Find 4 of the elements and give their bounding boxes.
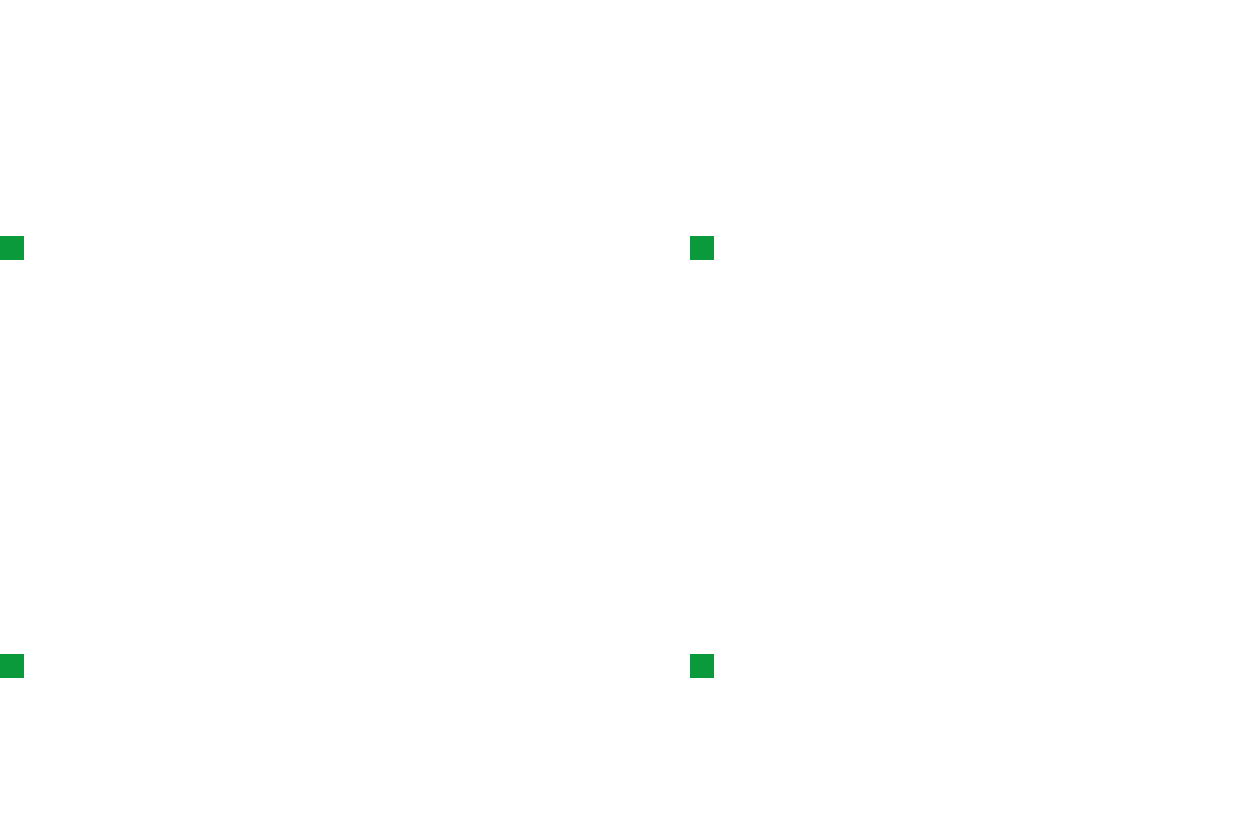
bullet-square	[690, 654, 714, 678]
bullet-square	[690, 236, 714, 260]
bullet-square	[0, 236, 24, 260]
bullet-square	[0, 654, 24, 678]
